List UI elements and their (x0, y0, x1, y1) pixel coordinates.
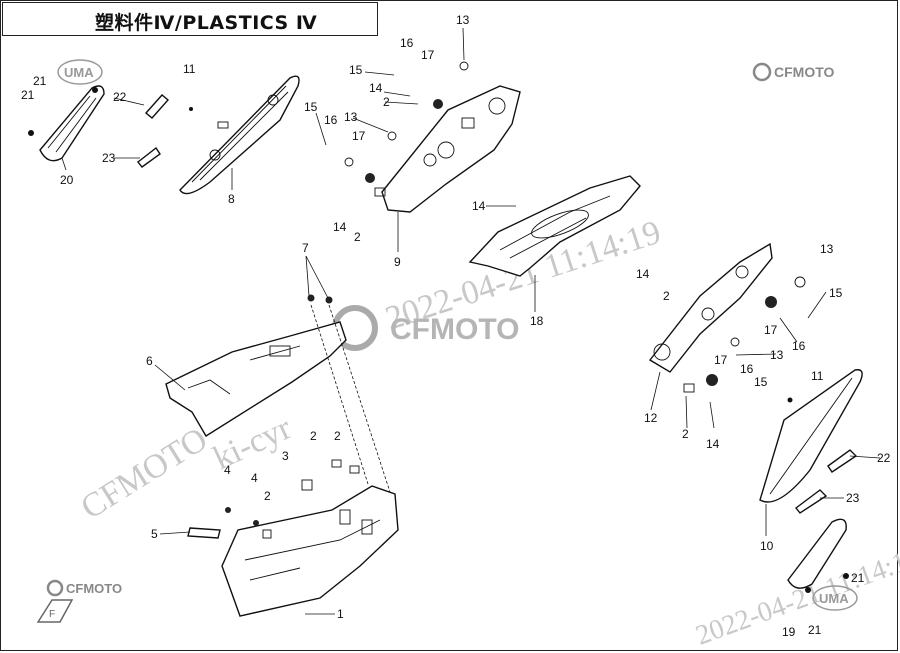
cfmoto-logo-bottom: CFMOTO (46, 579, 122, 597)
callout-22: 22 (877, 451, 891, 465)
callout-15: 15 (349, 63, 363, 77)
part-22-pad (144, 94, 170, 119)
callout-2: 2 (682, 427, 689, 441)
part-12-bracket (648, 242, 806, 393)
callout-15: 15 (304, 100, 318, 114)
callout-4: 4 (224, 463, 231, 477)
callout-2: 2 (354, 230, 361, 244)
logo-ring-icon (752, 62, 772, 82)
callout-2: 2 (310, 429, 317, 443)
callout-2: 2 (264, 489, 271, 503)
callout-14: 14 (706, 437, 720, 451)
part-3-clip (301, 479, 313, 491)
part-23-pad (137, 146, 161, 168)
part-8-side-cover (179, 75, 300, 195)
logo-text: CFMOTO (774, 64, 835, 80)
part-9-bracket (344, 61, 521, 213)
assembly-guides (310, 304, 391, 493)
part-18-trim (468, 175, 641, 277)
watermark-brand: CFMOTO (75, 421, 214, 527)
callout-17: 17 (764, 323, 778, 337)
callout-2: 2 (383, 95, 390, 109)
callout-13: 13 (456, 13, 470, 27)
callout-16: 16 (740, 362, 754, 376)
cfmoto-logo-top: CFMOTO (752, 62, 835, 82)
callout-14: 14 (636, 267, 650, 281)
title-box: 塑料件Ⅳ/PLASTICS Ⅳ (2, 2, 378, 36)
uma-text: UMA (64, 65, 94, 80)
callout-22: 22 (113, 90, 127, 104)
part-5-pad (187, 527, 221, 539)
callout-13: 13 (770, 348, 784, 362)
callout-16: 16 (324, 113, 338, 127)
callout-16: 16 (400, 36, 414, 50)
leader-lines (61, 27, 881, 615)
callout-9: 9 (394, 255, 401, 269)
callout-12: 12 (644, 411, 658, 425)
callout-17: 17 (421, 48, 435, 62)
callout-20: 20 (60, 173, 74, 187)
callout-21: 21 (851, 571, 865, 585)
callout-21: 21 (33, 74, 47, 88)
logo-text: CFMOTO (66, 581, 122, 596)
callout-7: 7 (302, 241, 309, 255)
front-direction-icon: F (36, 599, 74, 623)
callout-6: 6 (146, 354, 153, 368)
callout-15: 15 (829, 286, 843, 300)
part-10-side-cover (759, 369, 863, 503)
callout-5: 5 (151, 527, 158, 541)
callout-2: 2 (663, 289, 670, 303)
callout-23: 23 (846, 491, 860, 505)
callout-10: 10 (760, 539, 774, 553)
logo-text: CFMOTO (390, 313, 519, 346)
callout-18: 18 (530, 314, 544, 328)
part-1-under-tray (221, 485, 399, 617)
callout-13: 13 (820, 242, 834, 256)
uma-mark-bottom: UMA (812, 585, 858, 611)
callout-labels: 1 2 2 2 2 2 2 2 2 3 4 4 5 6 7 8 9 10 11 … (21, 13, 891, 639)
callout-23: 23 (102, 151, 116, 165)
part-6-seat-base (165, 294, 347, 437)
watermark: CFMOTO 2022-04-21 11:14:19 ki-cyr 2022-0… (75, 214, 900, 652)
callout-14: 14 (369, 81, 383, 95)
callout-4: 4 (251, 471, 258, 485)
callout-16: 16 (792, 339, 806, 353)
callout-13: 13 (344, 110, 358, 124)
callout-2: 2 (334, 429, 341, 443)
callout-21: 21 (808, 623, 822, 637)
callout-3: 3 (282, 449, 289, 463)
cfmoto-logo-center: CFMOTO (332, 305, 519, 351)
uma-text: UMA (819, 591, 849, 606)
callout-15: 15 (754, 375, 768, 389)
callout-1: 1 (337, 607, 344, 621)
logo-ring-icon (46, 579, 64, 597)
part-22-pad-right (827, 449, 858, 473)
svg-text:F: F (49, 609, 55, 620)
uma-mark-top: UMA (57, 59, 103, 85)
callout-14: 14 (333, 220, 347, 234)
callout-14: 14 (472, 199, 486, 213)
part-19-side-cover (787, 518, 849, 593)
part-20-side-cover (28, 85, 105, 162)
callout-21: 21 (21, 88, 35, 102)
callout-8: 8 (228, 192, 235, 206)
callout-11: 11 (183, 62, 196, 76)
callout-19: 19 (782, 625, 796, 639)
watermark-timestamp-2: 2022-04-21 11:14:19 (692, 542, 900, 652)
callout-17: 17 (352, 129, 366, 143)
part-23-pad-right (795, 489, 828, 514)
callout-11: 11 (811, 369, 824, 383)
callout-17: 17 (714, 353, 728, 367)
part-2-nuts-tray (331, 459, 360, 474)
page-title: 塑料件Ⅳ/PLASTICS Ⅳ (95, 12, 318, 34)
